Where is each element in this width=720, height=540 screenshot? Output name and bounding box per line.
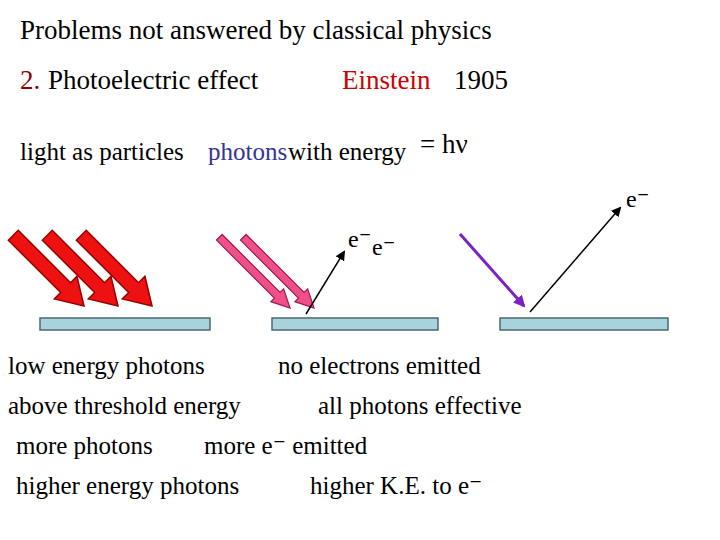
electron-path [306,252,344,314]
electron-label: e⁻ [626,186,649,212]
slide-title: Problems not answered by classical physi… [20,16,492,46]
electron-path [530,208,620,312]
case-text: more photons [16,432,153,460]
case-text: higher energy photons [16,472,239,500]
energy-formula: = hν [420,130,468,160]
electron-label: e⁻ [372,234,395,260]
metal-plate [500,318,668,330]
section-heading: Photoelectric effect [48,66,258,96]
electron-label: e⁻ [348,226,371,252]
metal-plate [40,318,210,330]
scientist-name: Einstein [342,66,431,96]
statement-text: with energy [288,138,406,166]
case-text: above threshold energy [8,392,241,420]
purple-photon-arrow [460,234,524,306]
year: 1905 [454,66,508,96]
key-term: photons [208,138,287,166]
red-photon-arrows [2,224,163,317]
case-result: more e⁻ emitted [204,432,367,460]
pink-photon-arrows [213,231,320,314]
case-result: no electrons emitted [278,352,481,380]
metal-plate [272,318,438,330]
statement-text: light as particles [20,138,184,166]
section-number: 2. [20,66,40,96]
case-text: low energy photons [8,352,205,380]
case-result: all photons effective [318,392,522,420]
case-result: higher K.E. to e⁻ [310,472,482,500]
